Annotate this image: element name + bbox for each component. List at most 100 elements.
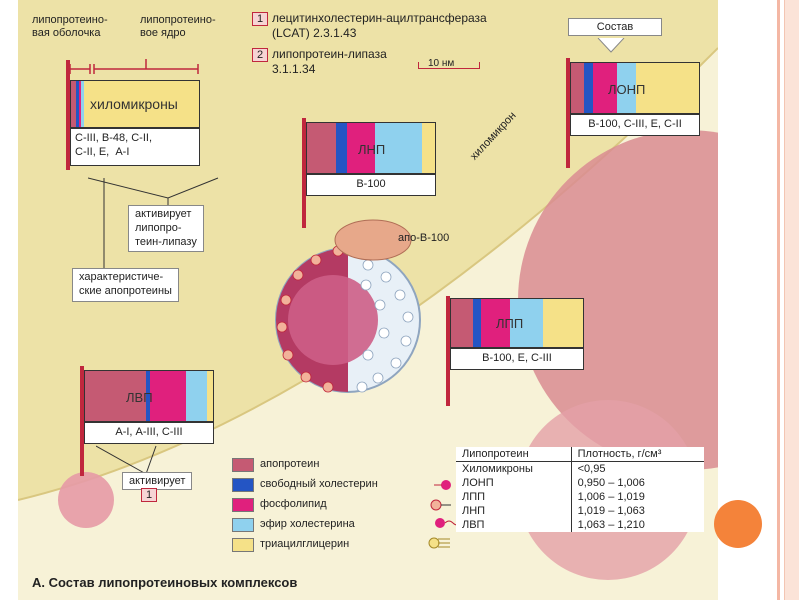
vldl-flag-pole: [566, 58, 570, 168]
legend-swatch-apoprotein: [232, 458, 254, 472]
table-cell: Хиломикроны: [462, 463, 533, 475]
hdl-name: ЛВП: [126, 390, 153, 405]
table-row: ЛПП 1,006 – 1,019: [456, 490, 704, 504]
table-row: Хиломикроны <0,95: [456, 461, 704, 476]
triacylglycerol-glyph-icon: [428, 537, 450, 549]
enzyme-number-2: 2: [252, 48, 269, 62]
scale-label: 10 нм: [428, 58, 455, 69]
legend-swatch-free-cholesterol: [232, 478, 254, 492]
hdl-connector: [96, 445, 157, 475]
free-cholesterol-segment: [583, 63, 593, 113]
density-table-header-density: Плотность, г/см³: [570, 447, 704, 462]
table-cell: ЛПП: [462, 491, 486, 503]
hdl-bar: [84, 370, 214, 422]
lipoprotein-figure: липопротеино- вая оболочка липопротеино-…: [18, 0, 718, 600]
orange-circle-icon: [714, 500, 762, 548]
idl-flag-pole: [446, 296, 450, 406]
legend-swatch-phospholipid: [232, 498, 254, 512]
chylomicron-bar: [70, 80, 200, 128]
apoprotein-segment: [571, 63, 584, 113]
idl-bar: [450, 298, 584, 348]
triacylglycerol-segment: [83, 81, 199, 127]
enzyme-code-1: (LCAT) 2.3.1.43: [272, 26, 357, 40]
idl-apoproteins: В-100, Е, С-III: [450, 348, 584, 370]
triacylglycerol-segment: [206, 371, 213, 421]
legend-swatch-triacylglycerol: [232, 538, 254, 552]
legend-glyphs: [428, 480, 458, 549]
cholesterol-ester-segment: [186, 371, 207, 421]
hdl-apoproteins: А-I, А-III, С-III: [84, 422, 214, 444]
shell-label: липопротеино- вая оболочка: [32, 14, 108, 39]
triacylglycerol-segment: [636, 63, 699, 113]
ldl-apoproteins: В-100: [306, 174, 436, 196]
vldl-name: ЛОНП: [608, 82, 646, 97]
apoprotein-segment: [71, 81, 77, 127]
table-cell: 1,063 – 1,210: [570, 518, 704, 532]
ldl-name: ЛНП: [358, 142, 386, 157]
free-cholesterol-segment: [473, 299, 482, 347]
legend-label-free-cholesterol: свободный холестерин: [260, 478, 378, 490]
composition-callout: Состав: [568, 18, 662, 36]
enzyme-code-2: 3.1.1.34: [272, 62, 316, 76]
enzyme-name-2: липопротеин-липаза: [272, 47, 387, 61]
hdl-small-circle: [58, 472, 114, 528]
composition-pointer: [597, 38, 625, 53]
free-cholesterol-segment: [336, 123, 347, 173]
free-cholesterol-segment: [146, 371, 151, 421]
hdl-flag-pole: [80, 366, 84, 476]
vldl-apoproteins: В-100, С-III, Е, С-II: [570, 114, 700, 136]
phospholipid-segment: [592, 63, 618, 113]
cholesterol-ester-segment: [617, 63, 637, 113]
phospholipid-segment: [346, 123, 375, 173]
apoprotein-segment: [307, 123, 337, 173]
legend-label-phospholipid: фосфолипид: [260, 498, 327, 510]
enzyme-name-1: лецитинхолестерин-ацилтрансфераза: [272, 11, 487, 25]
table-cell: 1,019 – 1,063: [570, 504, 704, 518]
table-row: ЛНП 1,019 – 1,063: [456, 504, 704, 518]
shell-core-brackets: [69, 59, 199, 74]
chylomicron-name: хиломикроны: [90, 96, 178, 112]
table-cell: ЛОНП: [462, 477, 494, 489]
legend-label-triacylglycerol: триацилглицерин: [260, 538, 350, 550]
table-cell: 0,950 – 1,006: [570, 476, 704, 490]
activates-lipase-note: активирует липопро- теин-липазу: [128, 205, 204, 253]
figure-caption: А. Состав липопротеиновых комплексов: [32, 575, 298, 590]
core-label: липопротеино- вое ядро: [140, 14, 216, 39]
apo-b100-label: апо-В-100: [398, 232, 450, 244]
activates-1-note: активирует: [122, 472, 193, 490]
density-table-header-row: Липопротеин Плотность, г/см³: [456, 447, 704, 462]
table-cell: 1,006 – 1,019: [570, 490, 704, 504]
apoprotein-segment: [451, 299, 474, 347]
table-cell: <0,95: [570, 461, 704, 476]
triacylglycerol-segment: [543, 299, 583, 347]
triacylglycerol-segment: [422, 123, 435, 173]
legend-label-apoprotein: апопротеин: [260, 458, 320, 470]
cholesterol-ester-glyph-icon: [435, 518, 458, 528]
vldl-circle: [518, 130, 718, 470]
cholesterol-ester-segment: [374, 123, 423, 173]
table-row: ЛВП 1,063 – 1,210: [456, 518, 704, 532]
table-row: ЛОНП 0,950 – 1,006: [456, 476, 704, 490]
table-cell: ЛНП: [462, 505, 486, 517]
enzyme-number-1: 1: [252, 12, 269, 26]
phospholipid-glyph-icon: [430, 499, 451, 511]
activates-1-number: 1: [141, 488, 158, 502]
cholesterol-ester-segment: [510, 299, 544, 347]
phospholipid-segment: [150, 371, 187, 421]
phospholipid-segment: [78, 81, 82, 127]
legend-swatch-cholesterol-ester: [232, 518, 254, 532]
ldl-flag-pole: [302, 118, 306, 228]
free-cholesterol-segment: [76, 81, 79, 127]
phospholipid-segment: [481, 299, 511, 347]
characteristic-apoproteins-note: характеристиче- ские апопротеины: [72, 268, 179, 302]
density-table: Липопротеин Плотность, г/см³ Хиломикроны…: [456, 447, 704, 532]
chylomicron-flag-pole: [66, 60, 70, 170]
vldl-bar: [570, 62, 700, 114]
density-table-header-lipoprotein: Липопротеин: [456, 447, 572, 462]
idl-name: ЛПП: [496, 316, 524, 331]
scale-bar: [418, 62, 480, 69]
table-cell: ЛВП: [462, 519, 485, 531]
ldl-bar: [306, 122, 436, 174]
free-cholesterol-glyph-icon: [434, 480, 451, 490]
